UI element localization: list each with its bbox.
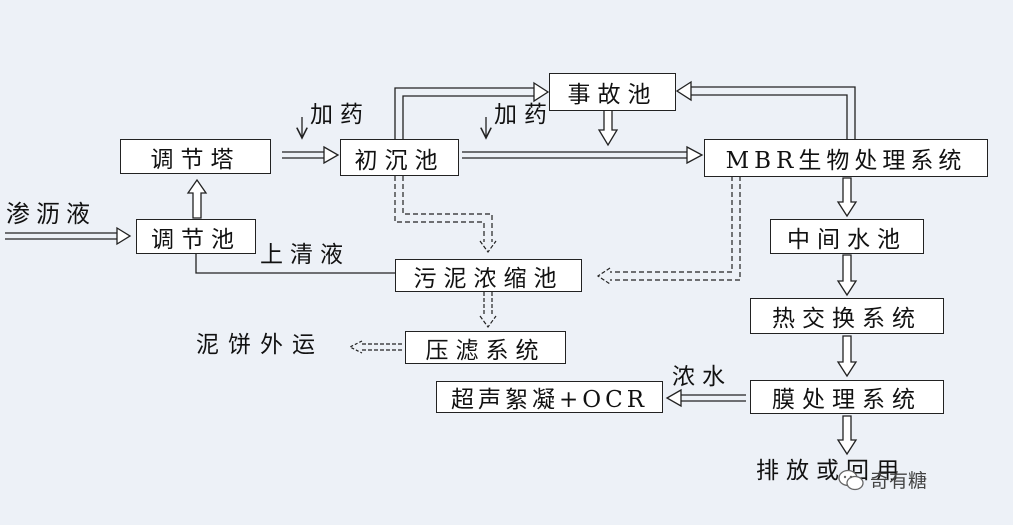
arrow-pool-to-tower — [186, 178, 208, 219]
arrow-settling-to-mbr — [462, 145, 704, 165]
arrow-mbr-to-intermediate — [836, 177, 858, 218]
node-regulating-pool: 调节池 — [136, 219, 256, 254]
arrow-settling-to-accident — [394, 81, 550, 140]
label-dosing-1: 加药 — [310, 102, 370, 128]
arrow-membrane-to-ocr — [665, 388, 746, 408]
node-accident-pool: 事故池 — [549, 73, 676, 111]
chat-bubble-icon — [838, 469, 864, 490]
arrow-tower-to-settling — [282, 145, 340, 165]
arrow-heat-to-membrane — [836, 335, 858, 378]
label-supernatant: 上清液 — [260, 242, 350, 268]
arrow-thickener-to-filter — [479, 292, 497, 329]
node-primary-settling: 初沉池 — [340, 139, 459, 176]
node-mbr-system: MBR生物处理系统 — [704, 139, 988, 177]
arrow-intermediate-to-heat — [836, 254, 858, 297]
label-discharge: 排放或回用 — [756, 458, 906, 484]
arrow-mbr-to-accident — [675, 80, 856, 140]
watermark: 奇有糖 — [838, 466, 927, 493]
node-sludge-thickener: 污泥浓缩池 — [395, 259, 582, 292]
arrow-membrane-to-discharge — [836, 415, 858, 456]
node-membrane-system: 膜处理系统 — [750, 380, 944, 414]
node-filter-press: 压滤系统 — [405, 331, 566, 364]
label-dosing-2: 加药 — [494, 102, 554, 128]
node-intermediate-pool: 中间水池 — [770, 219, 924, 254]
arrow-settling-to-thickener — [394, 176, 497, 254]
arrow-mbr-to-thickener — [596, 176, 741, 285]
supernatant-return-line — [195, 253, 395, 274]
node-regulating-tower: 调节塔 — [120, 139, 271, 174]
arrow-leachate-to-pool — [5, 226, 132, 246]
arrow-filter-to-cake — [348, 340, 402, 354]
label-concentrate: 浓水 — [672, 364, 732, 390]
label-sludge-cake: 泥饼外运 — [196, 332, 324, 358]
label-leachate: 渗沥液 — [6, 200, 96, 228]
node-ultrasonic-ocr: 超声絮凝+OCR — [436, 381, 663, 413]
arrow-accident-down — [597, 109, 619, 147]
node-heat-exchange: 热交换系统 — [750, 298, 944, 334]
watermark-text: 奇有糖 — [870, 470, 928, 492]
